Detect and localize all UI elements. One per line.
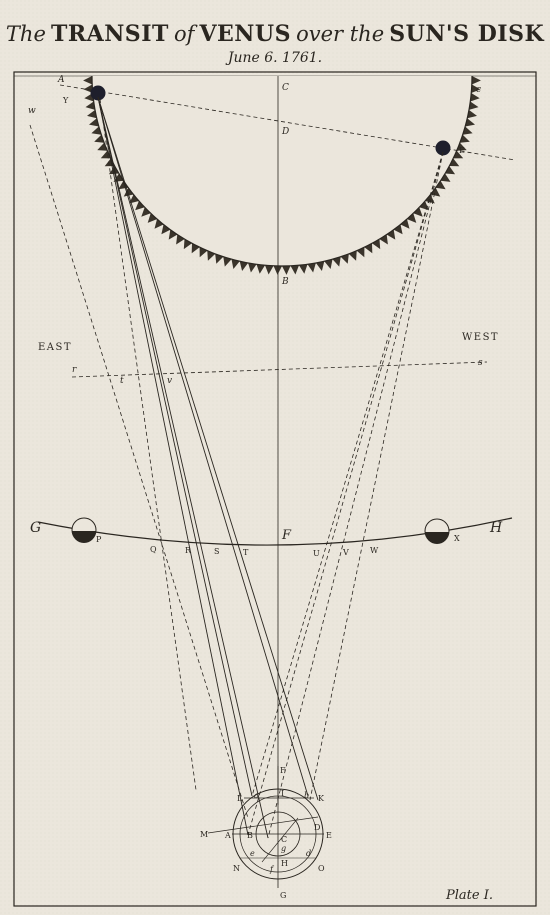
label-c-c: C xyxy=(281,835,287,844)
label-u: U xyxy=(313,549,320,558)
label-east: EAST xyxy=(38,342,72,353)
label-x: X xyxy=(454,534,460,543)
subtitle-date: June 6. 1761. xyxy=(225,50,322,66)
label-w-arc: W xyxy=(370,546,379,555)
line-d-e xyxy=(261,817,299,863)
label-c-a: A xyxy=(224,831,231,840)
label-h: H xyxy=(489,520,503,536)
label-e: E xyxy=(459,146,465,155)
label-s-arc: S xyxy=(214,547,219,556)
label-c-d-lower: d xyxy=(306,849,311,858)
label-c-m: M xyxy=(200,830,208,839)
label-d-top: D xyxy=(281,127,289,137)
label-c-e-lower: e xyxy=(250,849,255,858)
plate-border xyxy=(13,71,537,907)
venus-disc-x xyxy=(424,518,450,544)
solid-rays xyxy=(97,96,319,839)
label-t: t xyxy=(120,376,124,386)
label-c-h: H xyxy=(281,859,288,868)
label-c-f: F xyxy=(280,766,286,775)
venus-disc-p xyxy=(71,517,97,543)
label-p: P xyxy=(96,535,102,544)
label-c-n: N xyxy=(233,864,240,873)
label-c-f-lower: f xyxy=(269,865,275,874)
label-c-a-lower: a xyxy=(254,791,259,800)
label-c-b-lower: b xyxy=(304,791,309,800)
label-c-d: D xyxy=(314,823,320,832)
label-group-arc: G H F P Q R S T U V W X xyxy=(30,520,503,558)
label-q: Q xyxy=(150,545,157,554)
label-r: r xyxy=(72,365,77,375)
label-s: s xyxy=(478,358,483,368)
label-b: B xyxy=(281,277,289,287)
label-r-arc: R xyxy=(185,546,192,555)
label-c-g: G xyxy=(280,891,286,900)
dashed-rays xyxy=(29,98,444,839)
label-group-middle: EAST WEST r s t v xyxy=(38,332,499,386)
title-text: The TRANSIT of VENUS over the SUN'S DISK xyxy=(6,21,545,47)
label-west: WEST xyxy=(462,332,499,343)
label-g: G xyxy=(30,520,41,536)
label-a: A xyxy=(57,75,65,85)
plate-label: Plate I. xyxy=(445,888,493,903)
label-group-circle: F L K I a b M A B C D E e d g f N O H G xyxy=(200,766,332,900)
label-c-k: K xyxy=(318,794,325,803)
sun-disk xyxy=(83,75,481,275)
label-c-i: I xyxy=(281,789,284,798)
label-c-o: O xyxy=(318,864,325,873)
line-r-s xyxy=(71,361,488,378)
label-t-arc: T xyxy=(243,548,249,557)
label-w: w xyxy=(28,106,36,116)
label-v: v xyxy=(167,376,172,386)
label-c-b: B xyxy=(247,831,253,840)
line-m-d xyxy=(207,816,319,834)
observer-construction xyxy=(207,766,324,888)
venus-egress xyxy=(435,140,451,156)
label-c-e: E xyxy=(326,831,332,840)
label-c-l: L xyxy=(237,794,243,803)
label-group-sun: A Y C D B c E w xyxy=(28,75,481,287)
label-c-g-lower: g xyxy=(281,844,286,853)
label-v-arc: V xyxy=(342,548,349,557)
label-f: F xyxy=(281,528,292,543)
label-y: Y xyxy=(62,96,69,105)
venus-ingress xyxy=(90,85,106,101)
label-c-top: C xyxy=(282,83,289,93)
label-c: c xyxy=(476,85,481,95)
